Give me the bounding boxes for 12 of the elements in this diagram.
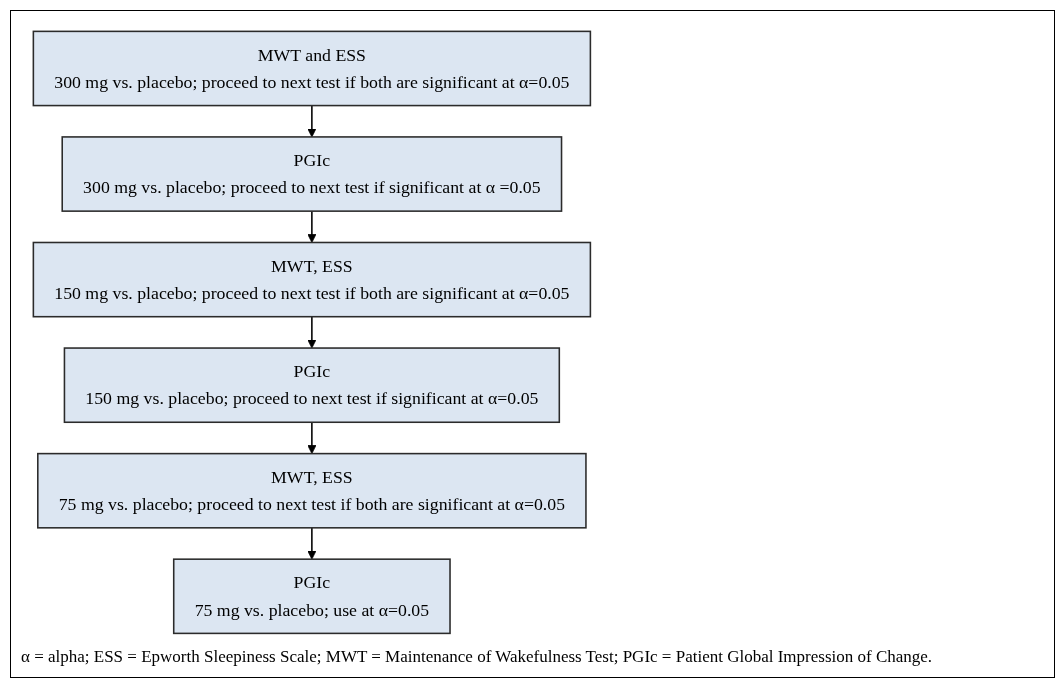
arrow	[307, 104, 317, 138]
arrow	[307, 527, 317, 560]
node-box: PGIc 75 mg vs. placebo; use at α=0.05	[172, 558, 451, 635]
arrow	[307, 421, 317, 455]
arrow	[307, 315, 317, 349]
caption: α = alpha; ESS = Epworth Sleepiness Scale; MWT = Maintenance of Wakefulness Test; PGIc = Patient Global Impression of Change.	[20, 645, 934, 668]
node-box: MWT and ESS 300 mg vs. placebo; proceed to next test if both are significant at α=0.05	[32, 30, 592, 107]
node-box: MWT, ESS 150 mg vs. placebo; proceed to next test if both are significant at α=0.05	[32, 241, 592, 318]
node-box: MWT, ESS 75 mg vs. placebo; proceed to next test if both are significant at α=0.05	[37, 452, 587, 529]
arrow	[307, 210, 317, 243]
node-box: PGIc 150 mg vs. placebo; proceed to next test if significant at α=0.05	[63, 347, 561, 424]
node-box: PGIc 300 mg vs. placebo; proceed to next test if significant at α =0.05	[61, 136, 563, 212]
